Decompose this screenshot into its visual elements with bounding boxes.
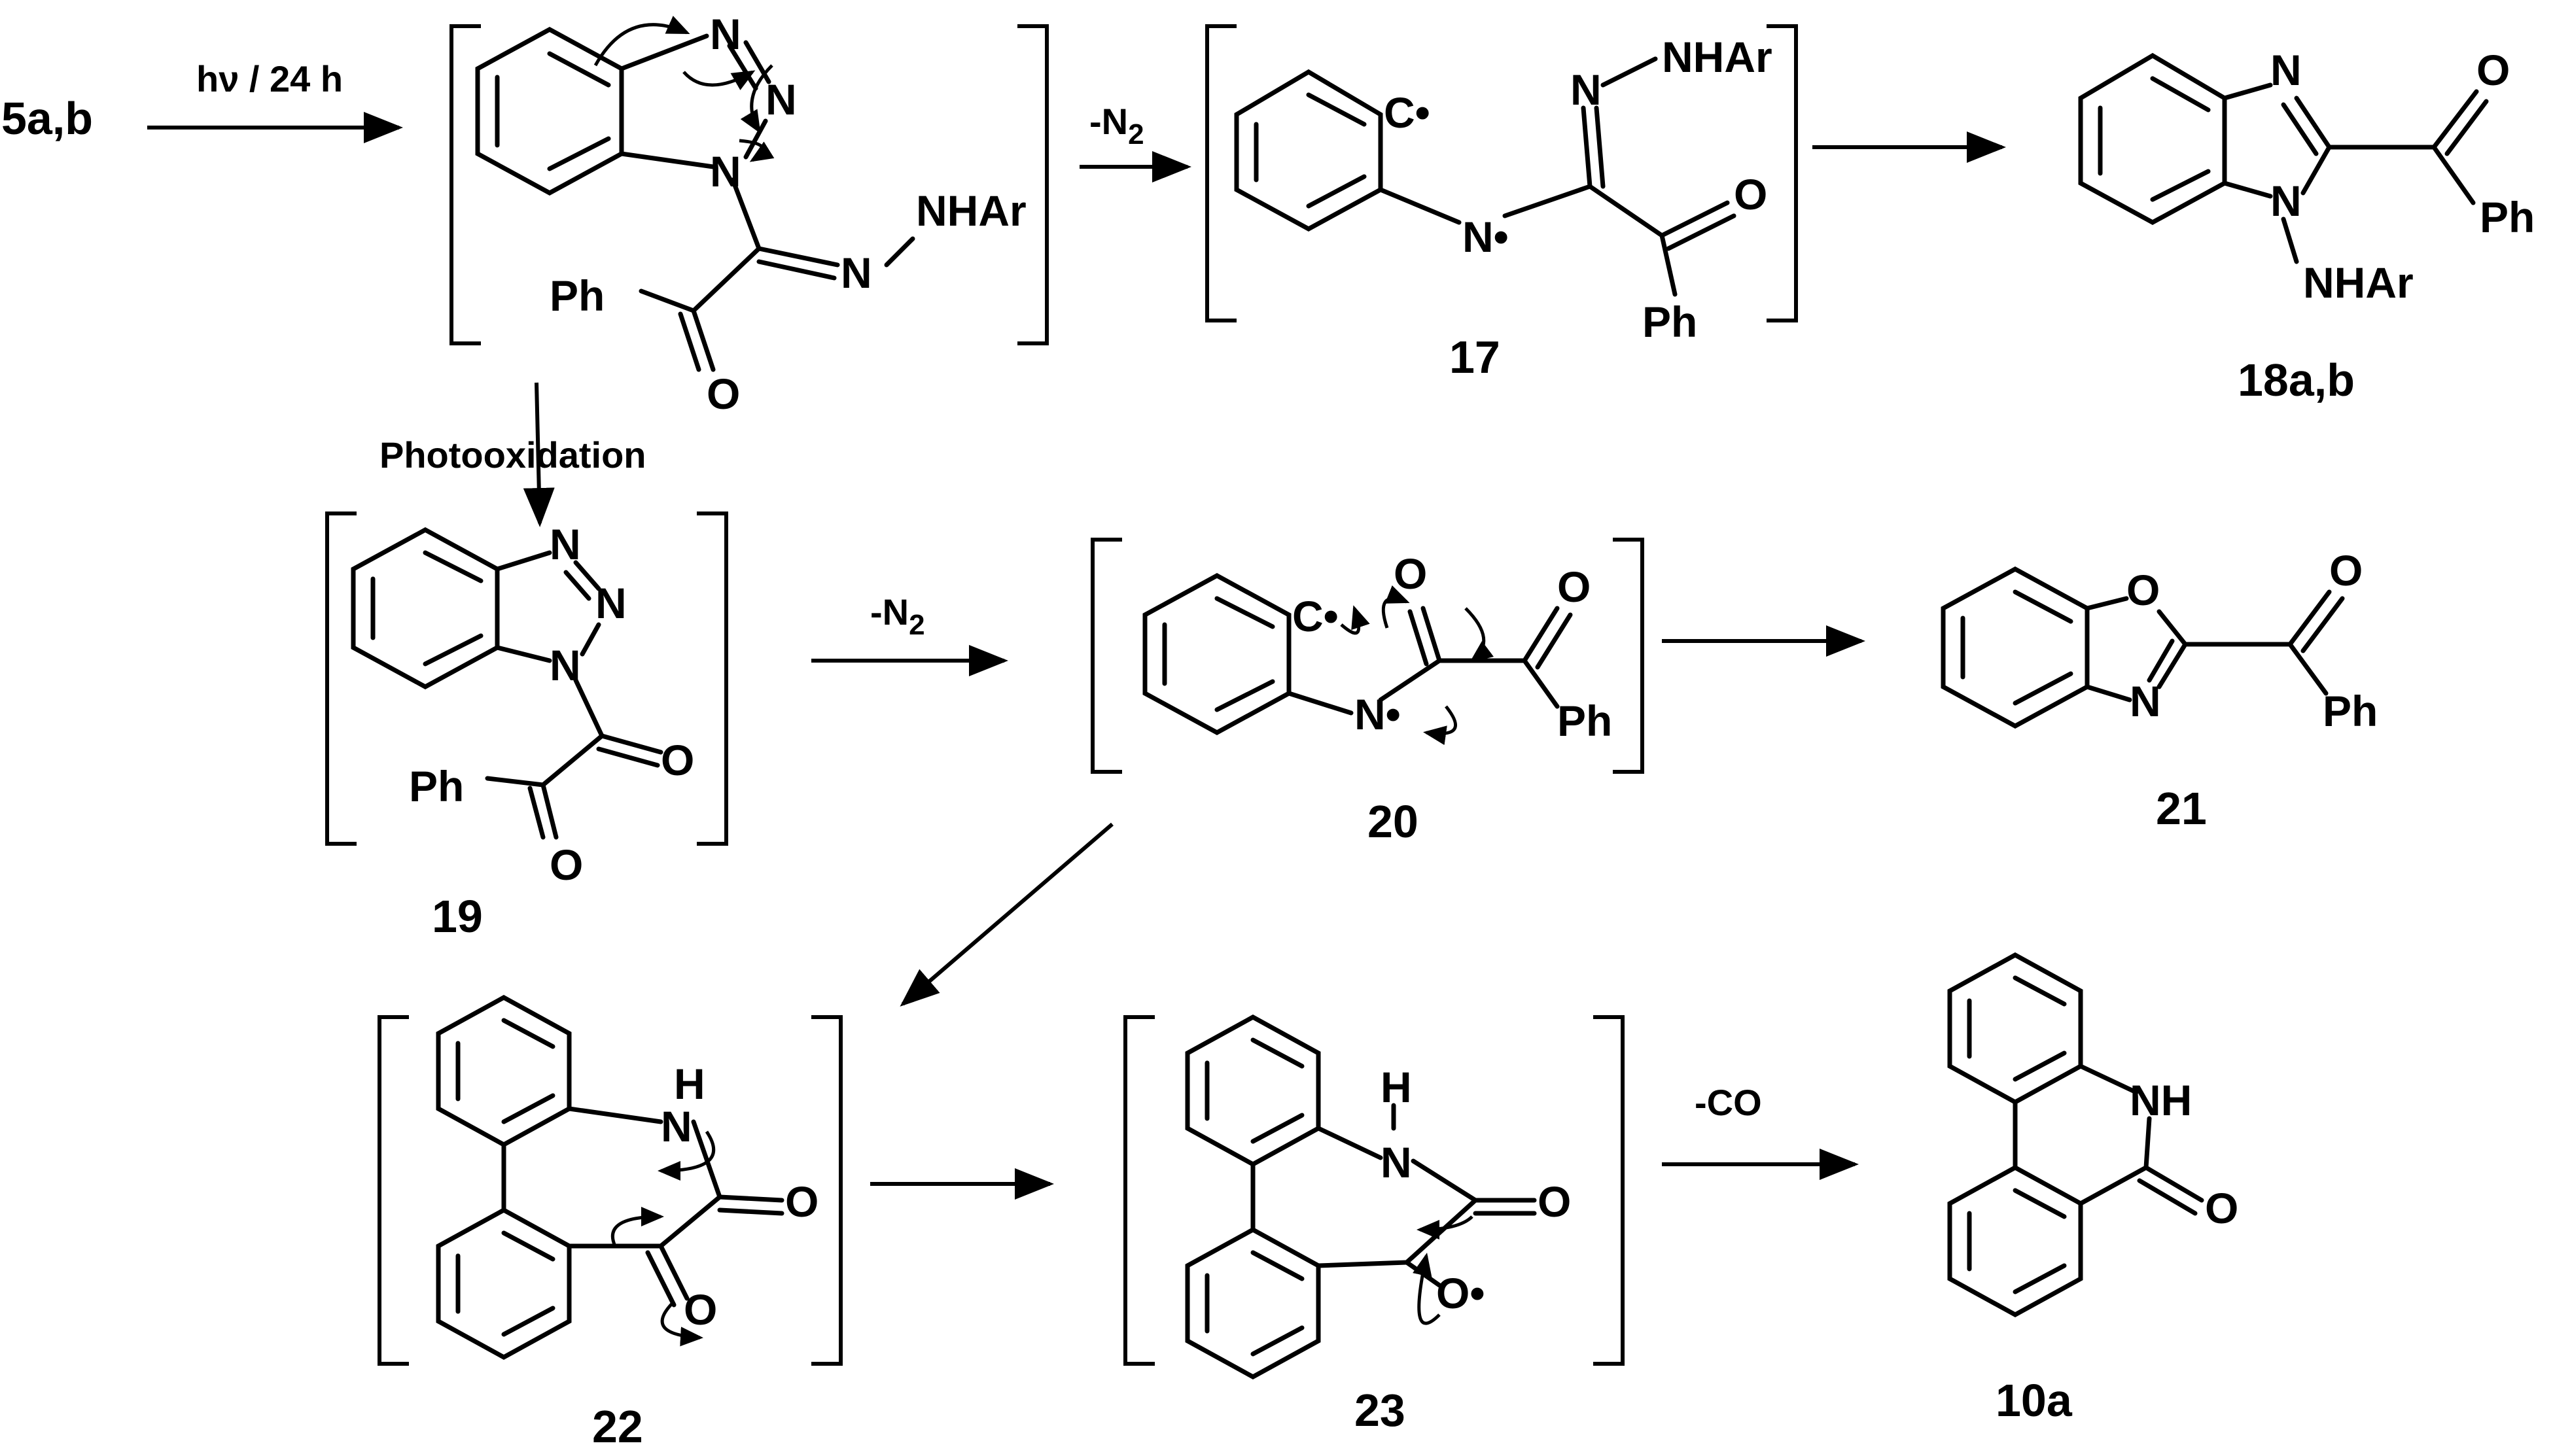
atom-nhar: NHAr [1662, 33, 1772, 81]
atom-n-radical: N• [1462, 213, 1509, 261]
biphenyl-dione-22 [436, 995, 784, 1360]
atom-ph: Ph [409, 762, 464, 810]
atom-c-radical: C• [1292, 592, 1339, 640]
start-compound-label: 5a,b [1, 93, 93, 144]
curly-arrows [593, 16, 775, 162]
benzimidazole-18 [2078, 52, 2489, 264]
bracket-left [325, 511, 357, 846]
atom-o: O [684, 1285, 717, 1334]
acyl-benzotriazole-19 [351, 527, 663, 840]
bracket-right [811, 1015, 843, 1366]
bracket-right [1613, 538, 1644, 774]
diradical-20 [1142, 573, 1573, 735]
compound-label-22: 22 [592, 1401, 643, 1452]
arrow-to-22 [900, 822, 1114, 1007]
diradical-17 [1234, 56, 1736, 297]
compound-label-23: 23 [1354, 1385, 1405, 1436]
atom-o: O [1734, 170, 1767, 218]
bracket-left [1123, 1015, 1155, 1366]
atom-n: N [2270, 177, 2302, 225]
bracket-right [1593, 1015, 1625, 1366]
atom-o-radical: O• [1436, 1269, 1485, 1317]
condition-irradiation: hν / 24 h [196, 58, 343, 99]
compound-label-18: 18a,b [2238, 355, 2355, 406]
bracket-left [1205, 24, 1237, 322]
atom-n-radical: N• [1354, 690, 1401, 738]
bracket-left [378, 1015, 409, 1366]
atom-ph: Ph [2323, 687, 2378, 735]
atom-o: O [707, 370, 740, 418]
atom-ph: Ph [1557, 697, 1612, 745]
condition-n2-loss: -N2 [870, 591, 925, 641]
atom-h: H [674, 1060, 705, 1108]
atom-n: N [710, 147, 741, 196]
atom-n: N [766, 75, 797, 124]
atom-o: O [1394, 549, 1427, 598]
curly-arrows [610, 1130, 715, 1347]
condition-co-loss: -CO [1695, 1082, 1762, 1123]
compound-label-21: 21 [2156, 783, 2207, 834]
compound-label-17: 17 [1449, 332, 1500, 383]
atom-n: N [595, 579, 627, 627]
atom-ph: Ph [1642, 298, 1697, 346]
compound-label-19: 19 [432, 891, 483, 942]
atom-o: O [1557, 563, 1591, 611]
atom-ph: Ph [2480, 193, 2535, 241]
atom-nhar: NHAr [916, 186, 1027, 235]
bracket-right [697, 511, 728, 846]
atom-ph: Ph [550, 271, 605, 320]
atom-o: O [785, 1177, 819, 1226]
atom-n: N [2130, 677, 2161, 725]
atom-o: O [2329, 546, 2363, 595]
atom-n: N [550, 641, 581, 689]
arrow-photooxidation [523, 382, 555, 527]
atom-c-radical: C• [1384, 88, 1430, 137]
condition-photooxidation: Photooxidation [379, 434, 646, 476]
atom-n: N [550, 520, 581, 568]
atom-o: O [550, 841, 583, 889]
curly-arrows [1413, 1215, 1473, 1325]
atom-nh: NH [2130, 1076, 2192, 1124]
atom-o: O [2205, 1184, 2238, 1232]
atom-n: N [2270, 46, 2302, 94]
atom-o: O [1538, 1177, 1571, 1226]
curly-arrows [1340, 585, 1494, 746]
atom-n: N [1381, 1138, 1412, 1187]
bracket-right [1017, 24, 1049, 345]
atom-o: O [2126, 566, 2160, 614]
compound-label-20: 20 [1367, 796, 1418, 847]
compound-label-10a: 10a [1996, 1375, 2073, 1426]
atom-n: N [710, 10, 741, 58]
phenanthridinone-10a [1947, 952, 2204, 1317]
atom-n: N [841, 249, 872, 297]
radical-intermediate-23 [1185, 1014, 1537, 1379]
atom-n: N [1570, 65, 1602, 114]
condition-n2-loss: -N2 [1089, 101, 1144, 150]
bracket-right [1767, 24, 1798, 322]
benzoxazole-21 [1941, 566, 2345, 729]
atom-h: H [1381, 1063, 1412, 1111]
benzotriazole-intermediate [475, 27, 915, 372]
bracket-left [1091, 538, 1122, 774]
atom-nhar: NHAr [2303, 258, 2414, 307]
atom-n: N [661, 1102, 692, 1151]
bracket-left [449, 24, 481, 345]
atom-o: O [2476, 46, 2510, 94]
atom-o: O [661, 736, 694, 784]
